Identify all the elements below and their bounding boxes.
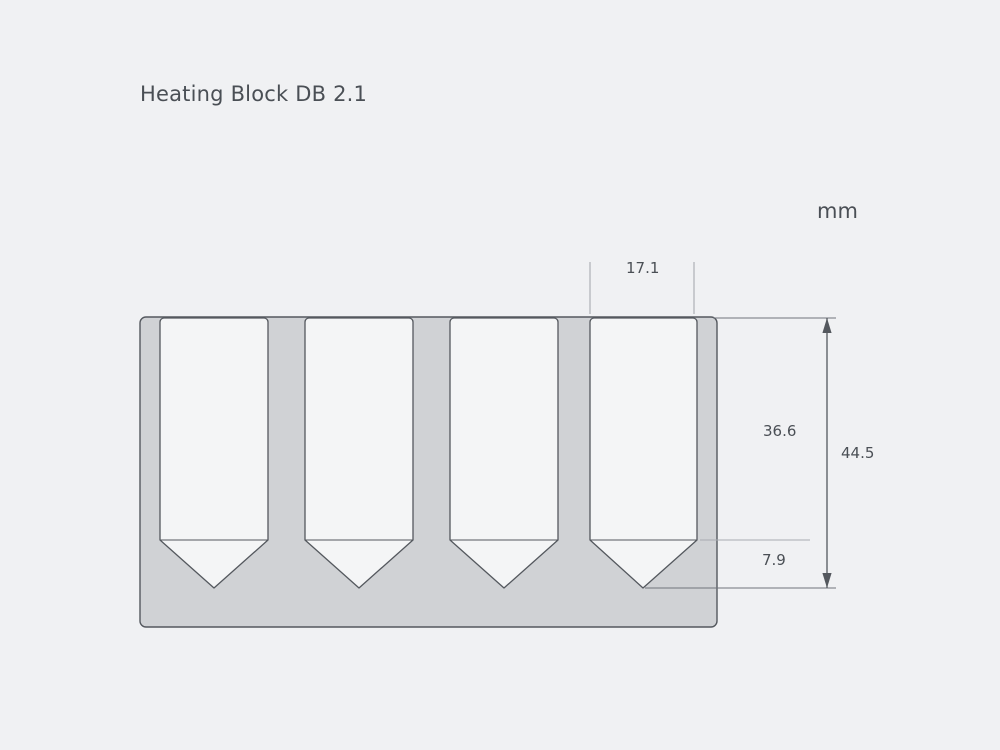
dimension-label-tip-height: 7.9 [762,551,786,569]
slot-cavity-2 [304,317,414,589]
block-body-outline [139,316,718,628]
slot-cavity-4 [589,317,698,589]
dimension-label-total-height: 44.5 [841,444,875,462]
arrowhead-total-height-bottom [822,573,832,588]
arrowhead-total-height-top [822,318,832,333]
dimension-label-slot-width: 17.1 [626,259,660,277]
unit-label: mm [817,199,858,223]
slot-cavity-3 [449,317,559,589]
dimension-annotations [589,262,836,589]
page-title: Heating Block DB 2.1 [140,82,368,106]
slot-cavity-1 [159,317,269,589]
heating-block-part [139,316,718,628]
dimension-label-slot-depth: 36.6 [763,422,797,440]
